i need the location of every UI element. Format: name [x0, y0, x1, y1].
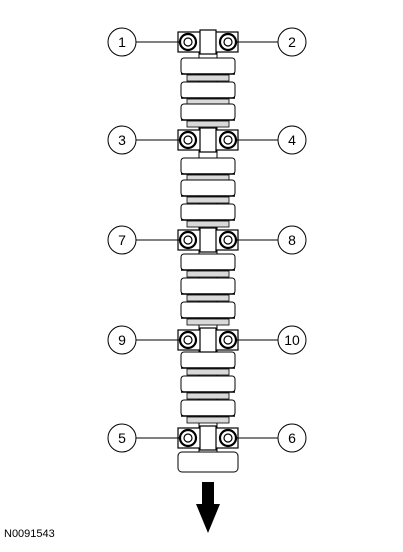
callout-number: 4 [288, 132, 296, 148]
bearing-cap [177, 127, 239, 153]
cam-lobe [180, 301, 236, 326]
callout-circle [107, 125, 137, 155]
callout-left: 1 [107, 27, 180, 57]
callout-number: 8 [288, 232, 296, 248]
callout-number: 6 [288, 430, 296, 446]
cam-lobe [180, 157, 236, 182]
callout-number: 1 [118, 34, 126, 50]
cam-lobe [180, 179, 236, 204]
bolt [218, 428, 238, 448]
bolt [178, 130, 198, 150]
callout-circle [277, 225, 307, 255]
cam-lobe [180, 203, 236, 228]
bolt [178, 330, 198, 350]
front-journal [177, 451, 239, 473]
bolt [178, 230, 198, 250]
callout-number: 3 [118, 132, 126, 148]
bolt [178, 32, 198, 52]
arrow-down-icon [196, 482, 220, 533]
bolt [218, 130, 238, 150]
callout-number: 2 [288, 34, 296, 50]
callout-layer: 1 2 3 4 7 8 9 10 5 6 [107, 27, 307, 453]
callout-circle [277, 27, 307, 57]
callout-right: 2 [236, 27, 307, 57]
callout-right: 4 [236, 125, 307, 155]
figure-id: N0091543 [4, 528, 55, 540]
bearing-cap [177, 227, 239, 253]
callout-circle [107, 325, 137, 355]
cam-lobe [180, 375, 236, 400]
cam-lobe [180, 399, 236, 424]
bearing-cap [177, 425, 239, 451]
bolt [178, 428, 198, 448]
callout-left: 5 [107, 423, 180, 453]
callout-circle [107, 27, 137, 57]
callout-circle [277, 423, 307, 453]
cam-lobe [180, 81, 236, 106]
callout-number: 10 [284, 332, 300, 348]
callout-left: 7 [107, 225, 180, 255]
cam-lobe [180, 253, 236, 278]
bolt [218, 330, 238, 350]
bolt [218, 230, 238, 250]
cam-lobe [180, 277, 236, 302]
callout-circle [107, 423, 137, 453]
callout-circle [277, 125, 307, 155]
callout-number: 5 [118, 430, 126, 446]
bearing-cap [177, 29, 239, 55]
cam-lobe [180, 351, 236, 376]
bearing-cap [177, 327, 239, 353]
callout-number: 9 [118, 332, 126, 348]
callout-left: 9 [107, 325, 180, 355]
cam-lobe [180, 57, 236, 82]
callout-number: 7 [118, 232, 126, 248]
callout-circle [277, 325, 307, 355]
camshaft [177, 29, 239, 473]
cam-lobe [180, 103, 236, 128]
bolt [218, 32, 238, 52]
callout-right: 10 [236, 325, 307, 355]
callout-left: 3 [107, 125, 180, 155]
callout-right: 6 [236, 423, 307, 453]
callout-right: 8 [236, 225, 307, 255]
callout-circle [107, 225, 137, 255]
